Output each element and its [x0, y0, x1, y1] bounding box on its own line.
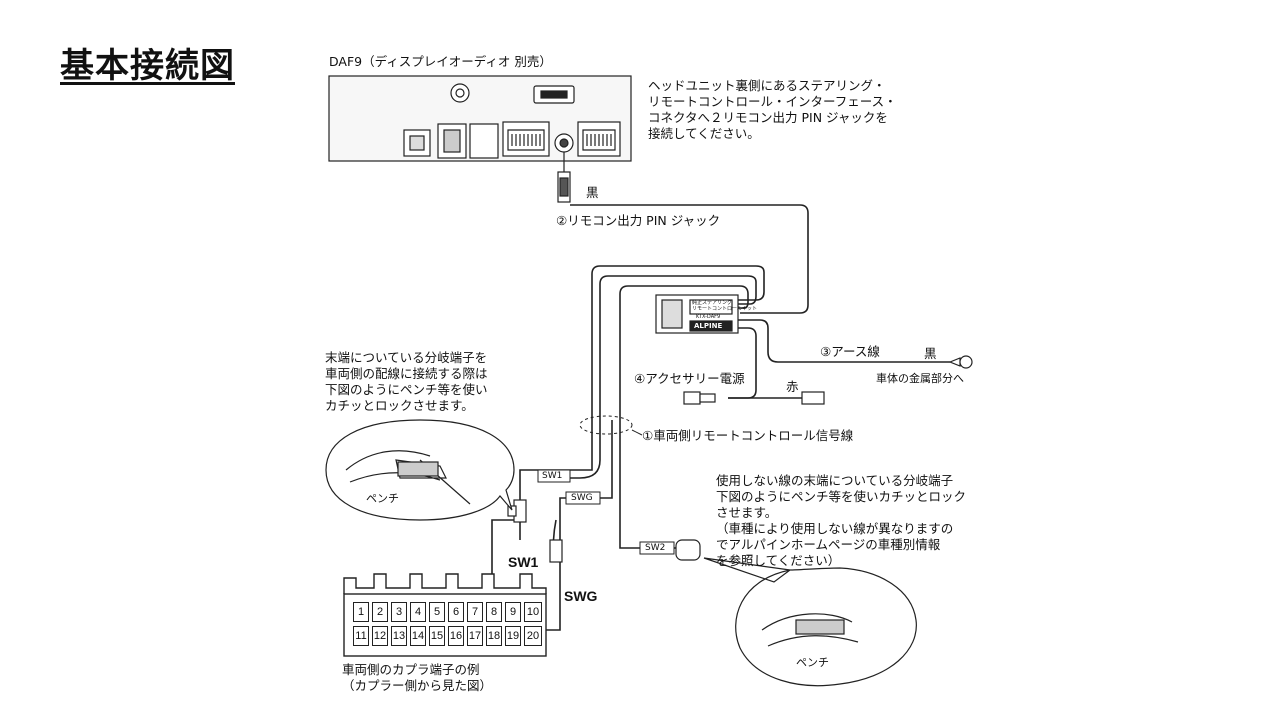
- pliers-label-left: ペンチ: [366, 492, 399, 505]
- sw1-label: SW1: [508, 554, 539, 570]
- coupler-pin: 10: [524, 602, 542, 622]
- coupler-pin: 8: [486, 602, 502, 622]
- coupler-pin: 16: [448, 626, 464, 646]
- acc-connectors: [683, 391, 825, 405]
- earth-black-label: 黒: [924, 346, 937, 361]
- metal-label: 車体の金属部分へ: [876, 372, 964, 385]
- swg-tag: SWG: [571, 493, 593, 503]
- pin-jack-plug: [557, 152, 571, 203]
- coupler-pin: 7: [467, 602, 483, 622]
- pliers-label-right: ペンチ: [796, 656, 829, 669]
- module-line1: 純正ステアリング: [692, 300, 733, 306]
- coupler-pin: 1: [353, 602, 369, 622]
- coupler-pin: 19: [505, 626, 521, 646]
- branch-terminals: [507, 499, 701, 563]
- coupler-pin: 9: [505, 602, 521, 622]
- page-title: 基本接続図: [60, 46, 235, 86]
- module-model: KTX-DAF9: [696, 314, 721, 320]
- head-unit-note: ヘッドユニット裏側にあるステアリング・ リモートコントロール・インターフェース・…: [648, 78, 897, 141]
- sw2-tag: SW2: [645, 543, 666, 553]
- coupler-pin: 20: [524, 626, 542, 646]
- black-label-top: 黒: [586, 185, 599, 200]
- coupler-pin: 12: [372, 626, 388, 646]
- pliers-callout-right: [703, 557, 917, 687]
- sw1-tag: SW1: [542, 471, 563, 481]
- coupler-pin: 3: [391, 602, 407, 622]
- remote-module: [655, 294, 739, 334]
- wire-tags: [537, 469, 675, 555]
- coupler-pin: 18: [486, 626, 502, 646]
- remote-pin-label: ②リモコン出力 PIN ジャック: [556, 213, 721, 228]
- coupler-pin: 14: [410, 626, 426, 646]
- bundle-marker: [579, 415, 633, 435]
- coupler-pin: 5: [429, 602, 445, 622]
- vehicle-signal-label: ①車両側リモートコントロール信号線: [642, 428, 854, 443]
- coupler-pin: 15: [429, 626, 445, 646]
- acc-label: ④アクセサリー電源: [634, 371, 745, 386]
- module-line2: リモートコントロールキット: [692, 306, 758, 312]
- earth-terminal: [948, 355, 973, 369]
- head-unit-rear-panel: [328, 75, 632, 162]
- red-label: 赤: [786, 379, 799, 394]
- coupler-pin: 4: [410, 602, 426, 622]
- wires: [491, 204, 950, 640]
- module-brand: ALPINE: [694, 322, 723, 330]
- coupler-pin: 11: [353, 626, 369, 646]
- coupler-pin: 17: [467, 626, 483, 646]
- earth-label: ③アース線: [820, 344, 880, 359]
- left-note: 末端についている分岐端子を 車両側の配線に接続する際は 下図のようにペンチ等を使…: [325, 350, 488, 413]
- pliers-callout-left: [325, 419, 515, 521]
- swg-label: SWG: [564, 588, 598, 604]
- coupler-pin: 2: [372, 602, 388, 622]
- right-note: 使用しない線の末端についている分岐端子 下図のようにペンチ等を使いカチッとロック…: [716, 473, 967, 568]
- coupler-caption: 車両側のカプラ端子の例 （カプラー側から見た図）: [342, 662, 493, 693]
- coupler-pin: 6: [448, 602, 464, 622]
- coupler-pin: 13: [391, 626, 407, 646]
- head-unit-label: DAF9（ディスプレイオーディオ 別売）: [329, 54, 552, 69]
